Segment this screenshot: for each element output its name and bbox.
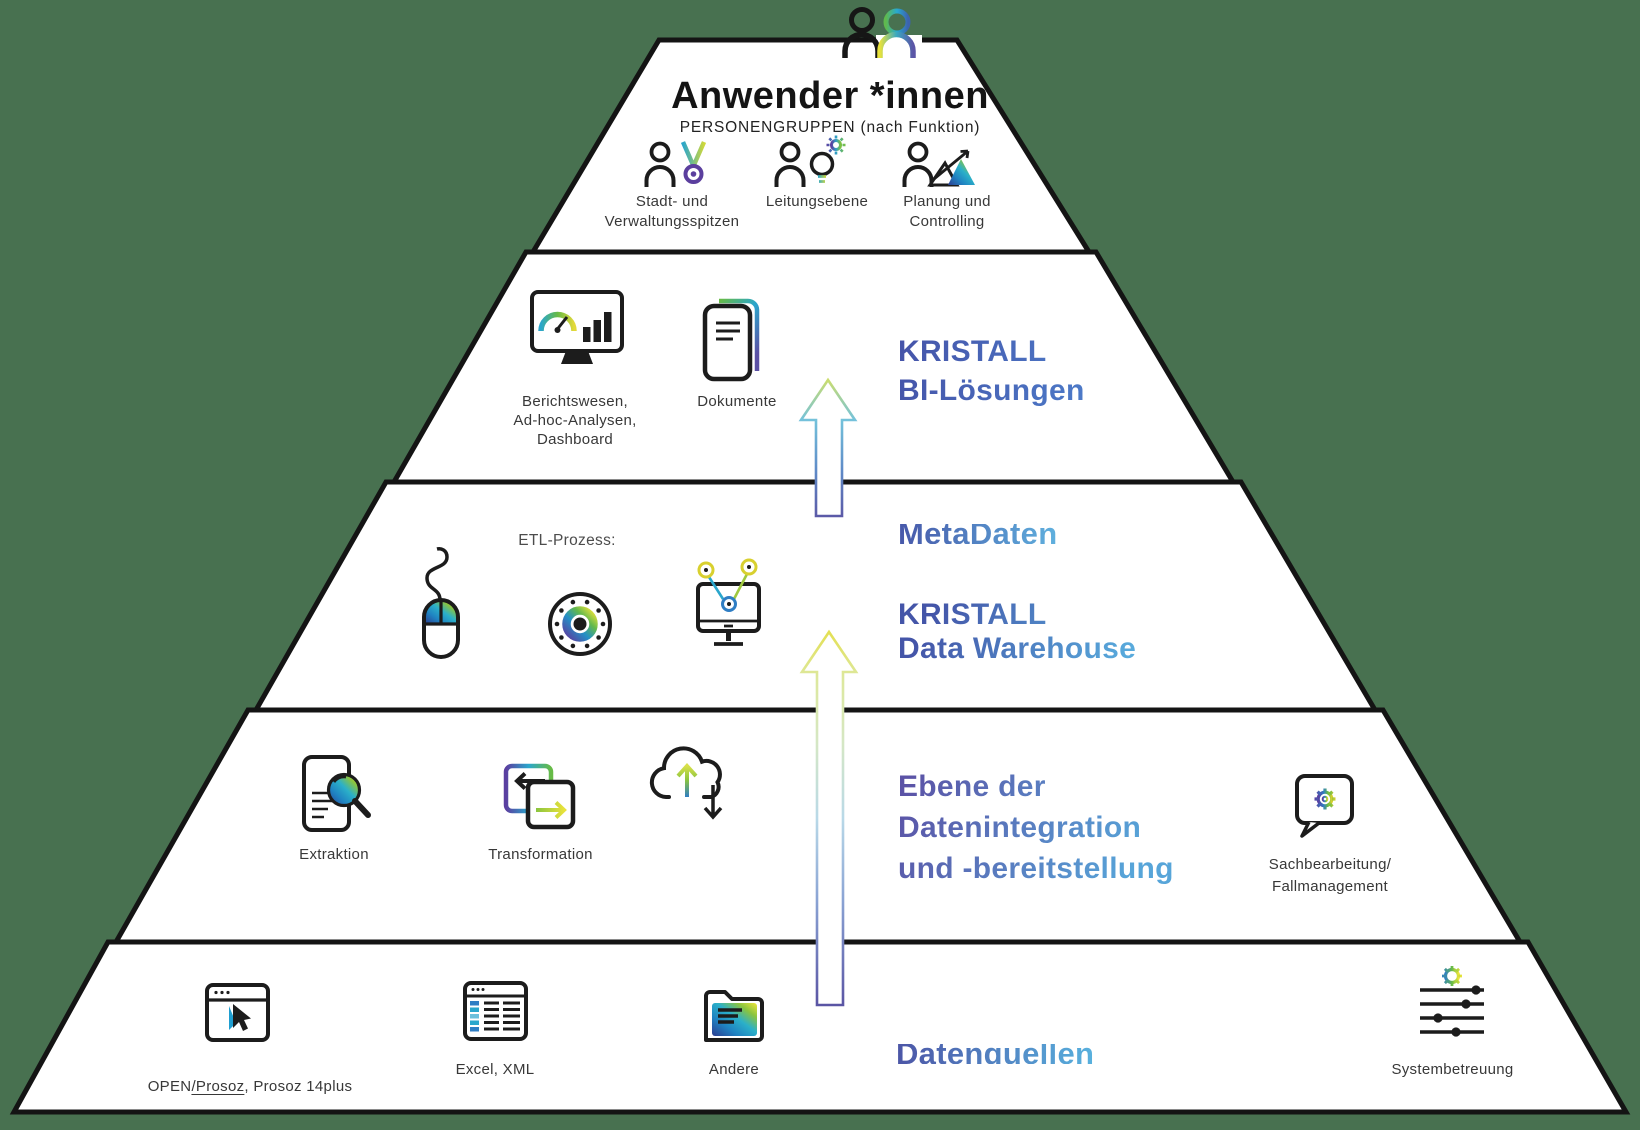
group-label-stadt: Stadt- und Verwaltungsspitzen (604, 193, 740, 230)
cloud-sync-icon (649, 746, 723, 820)
group-label-leitung: Leitungsebene (765, 193, 869, 210)
label-systembetreuung: Systembetreuung (1391, 1061, 1514, 1078)
label-berichtswesen: Berichtswesen, Ad-hoc-Analysen, Dashboar… (513, 393, 637, 448)
speech-bubble-gear-icon (1295, 774, 1354, 838)
label-open-sources: OPEN/Prosoz, Prosoz 14plus OPEN/WebFM (115, 1048, 385, 1130)
page-title: Anwender *innen (671, 75, 989, 117)
label-transformation: Transformation (488, 846, 593, 863)
transform-arrows-icon (503, 763, 576, 830)
process-ring-icon (548, 592, 612, 656)
headline-datenquellen: Datenquellen (896, 1036, 1095, 1071)
label-excel-xml: Excel, XML (455, 1061, 535, 1078)
label-extraktion: Extraktion (299, 846, 369, 863)
dashboard-monitor-icon (530, 290, 624, 364)
label-open-rest1: , Prosoz 14plus (244, 1078, 353, 1095)
sliders-gear-icon (1420, 966, 1484, 1037)
group-label-planung: Planung und Controlling (903, 193, 991, 230)
person-lightbulb-icon (774, 135, 846, 189)
person-medal-icon (644, 141, 707, 189)
two-people-logo-icon (842, 7, 922, 58)
documents-icon (702, 298, 760, 382)
flow-arrow-upper (798, 377, 858, 518)
computer-mouse-icon (422, 547, 460, 659)
flow-arrow-lower (799, 629, 859, 1007)
label-open-prefix1: OPEN (147, 1078, 192, 1095)
label-dokumente: Dokumente (697, 393, 777, 410)
document-search-icon (302, 755, 371, 832)
label-etl-prozess: ETL-Prozess: (518, 532, 616, 549)
headline-dwh: KRISTALL Data Warehouse (898, 598, 1137, 665)
monitor-network-icon (696, 558, 761, 646)
spreadsheet-icon (463, 981, 528, 1041)
label-andere: Andere (708, 1061, 760, 1078)
headline-metadaten: MetaDaten (898, 516, 1058, 551)
label-sachbearbeitung: Sachbearbeitung/ Fallmanagement (1268, 856, 1392, 895)
label-open-link1: /Prosoz (191, 1078, 245, 1095)
pyramid-level-1 (528, 37, 1094, 255)
folder-gradient-icon (704, 990, 764, 1042)
headline-bi: KRISTALL BI-Lösungen (898, 332, 1085, 410)
person-trend-chart-icon (902, 141, 975, 189)
browser-cursor-icon (205, 983, 270, 1042)
headline-integration: Ebene der Datenintegration und -bereitst… (898, 766, 1174, 889)
page-subtitle: PERSONENGRUPPEN (nach Funktion) (679, 119, 981, 136)
